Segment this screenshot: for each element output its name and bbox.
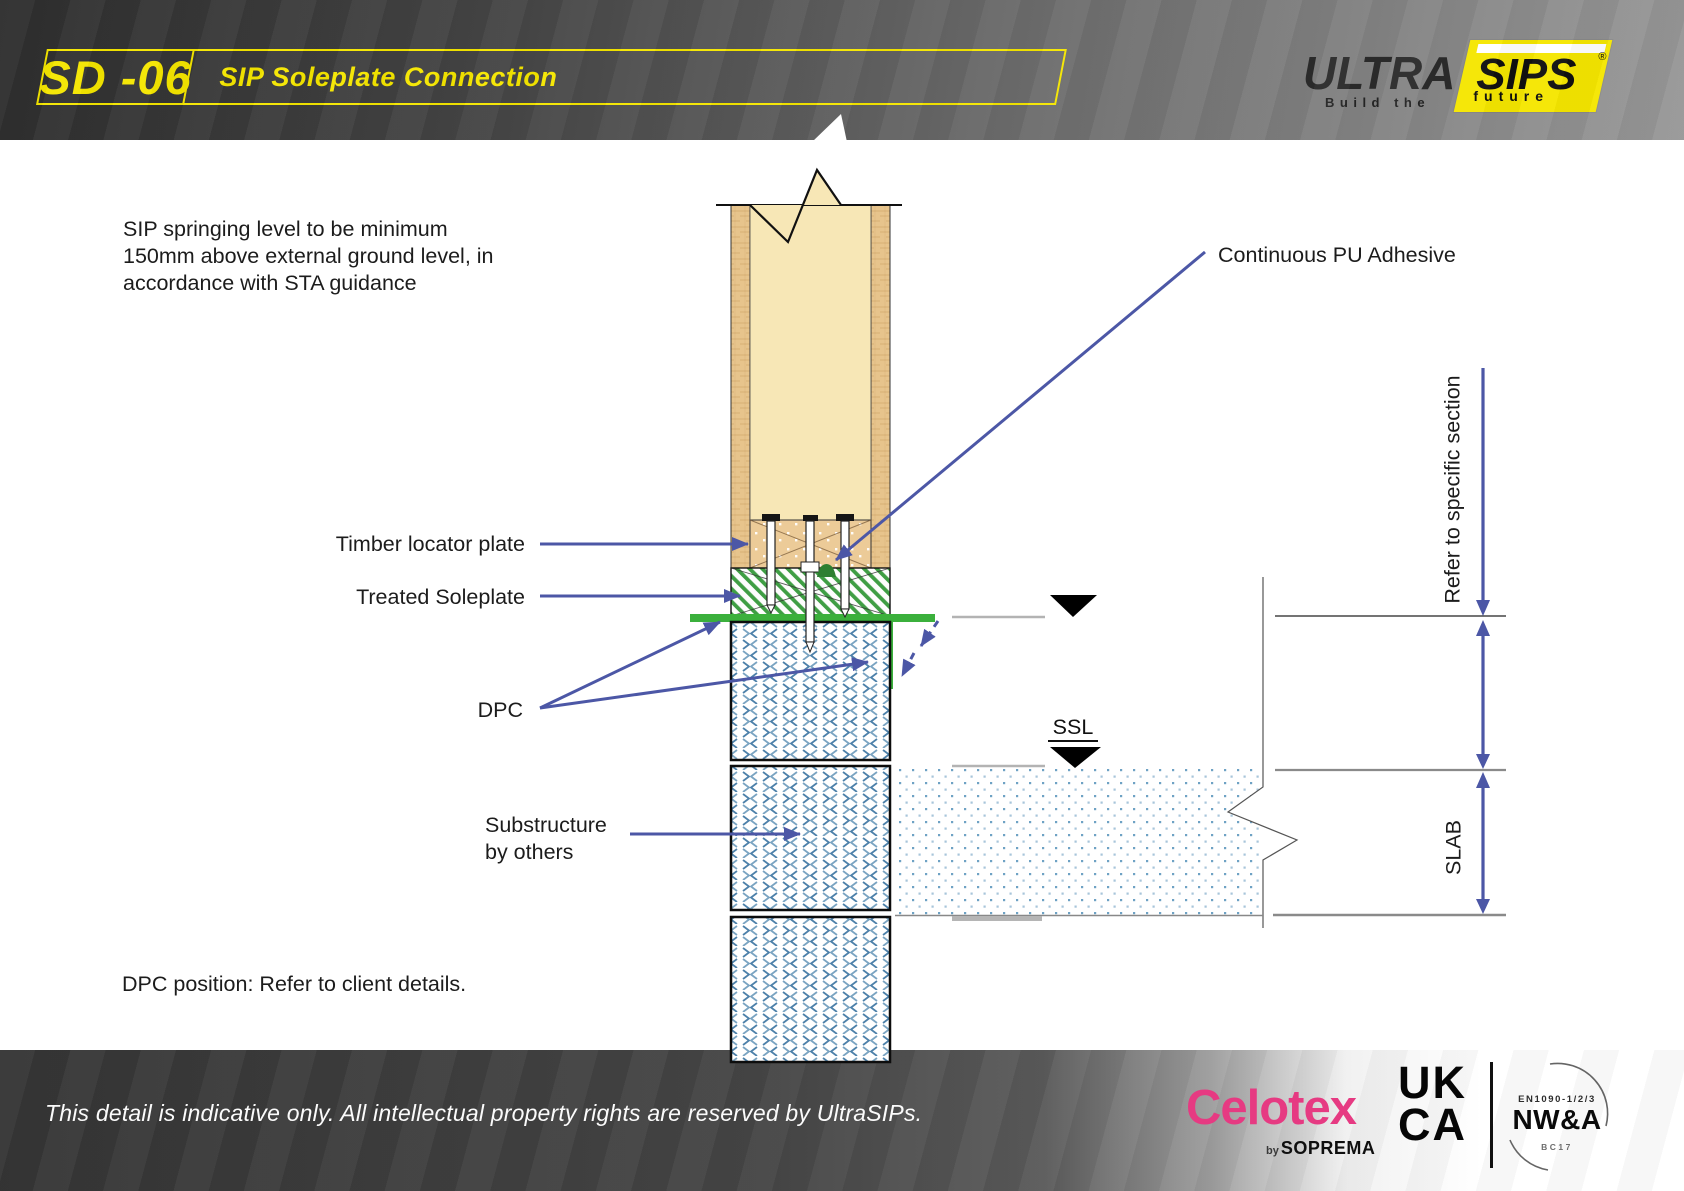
celotex-logo: Celotex: [1186, 1081, 1357, 1135]
refer-to-section-dim-label: Refer to specific section: [1440, 375, 1465, 604]
substructure-label-line1: Substructure: [485, 813, 607, 837]
treated-soleplate-label: Treated Soleplate: [356, 585, 525, 609]
springing-note: SIP springing level to be minimum 150mm …: [123, 216, 553, 297]
ultrasips-logo: ULTRA SIPS ® future Build the: [1295, 38, 1625, 118]
substructure-label-line2: by others: [485, 840, 574, 864]
ukca-logo: UK CA: [1398, 1057, 1467, 1150]
dpc-label: DPC: [477, 698, 523, 722]
slab-dim-label: SLAB: [1441, 820, 1466, 875]
ukca-line-ca: CA: [1398, 1098, 1467, 1150]
sip-panel: [716, 167, 902, 569]
substructure-blocks: [729, 620, 892, 1064]
soprema-text: SOPREMA: [1280, 1138, 1376, 1158]
springing-note-line3: accordance with STA guidance: [123, 271, 417, 295]
header-band: SD -06 SIP Soleplate Connection ULTRA SI…: [0, 0, 1684, 140]
ukca-line-uk: UK: [1398, 1057, 1467, 1108]
timber-locator-plate-label: Timber locator plate: [335, 532, 525, 556]
ssl-label: SSL: [1048, 715, 1098, 742]
slab-shape: [895, 577, 1299, 928]
dimension-lines: [1476, 368, 1490, 914]
footer-band: [0, 1050, 1684, 1191]
nwa-certification-mark: EN1090-1/2/3 NW&A BC17: [1502, 1058, 1612, 1174]
cert-body-text: NW&A: [1512, 1104, 1602, 1135]
pu-adhesive-blob: [817, 564, 836, 577]
logo-tagline-build-the: Build the: [1325, 95, 1431, 110]
soprema-by-text: by: [1266, 1145, 1279, 1157]
pu-adhesive-label: Continuous PU Adhesive: [1218, 243, 1456, 267]
panel-break-notch: [812, 114, 847, 142]
ffl-level-marker: [952, 595, 1097, 619]
leader-arrows: [539, 250, 1206, 841]
logo-divider-line: [1490, 1062, 1493, 1168]
witness-lines: [1273, 615, 1506, 917]
fixing-screws: [762, 514, 854, 654]
cert-standard-text: EN1090-1/2/3: [1518, 1094, 1596, 1105]
disclaimer-text: This detail is indicative only. All inte…: [45, 1100, 923, 1126]
nwa-circle-arcs: [1509, 1062, 1609, 1171]
cert-code-text: BC17: [1541, 1142, 1573, 1152]
springing-note-line1: SIP springing level to be minimum: [123, 217, 448, 241]
springing-note-line2: 150mm above external ground level, in: [123, 244, 494, 268]
substructure-label: Substructure by others: [485, 812, 607, 866]
ssl-level-marker: [952, 747, 1101, 768]
dpc-position-note: DPC position: Refer to client details.: [122, 972, 467, 996]
logo-ultra-text: ULTRA: [1303, 47, 1456, 99]
